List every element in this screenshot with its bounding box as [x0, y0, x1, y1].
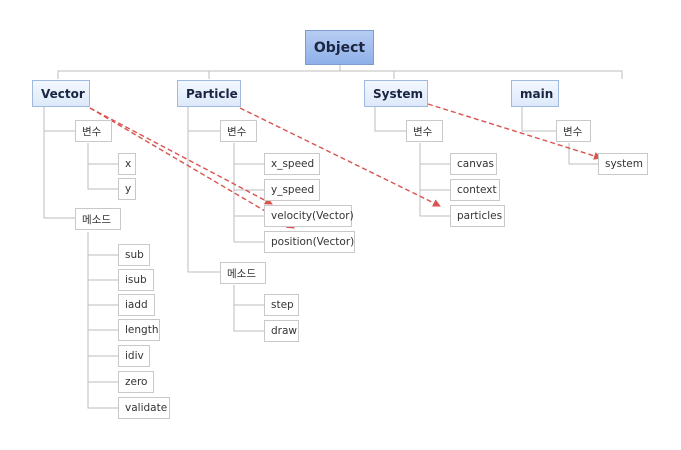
vector-method-idiv[interactable]: idiv — [118, 345, 150, 367]
vector-method-iadd[interactable]: iadd — [118, 294, 155, 316]
vector-methods-group[interactable]: 메소드 — [75, 208, 121, 230]
particle-var-x-speed[interactable]: x_speed — [264, 153, 320, 175]
vector-method-isub[interactable]: isub — [118, 269, 154, 291]
particle-var-velocity[interactable]: velocity(Vector) — [264, 205, 354, 227]
system-variables-group[interactable]: 변수 — [406, 120, 443, 142]
category-system[interactable]: System — [364, 80, 428, 107]
main-variables-group[interactable]: 변수 — [556, 120, 591, 142]
vector-method-length[interactable]: length — [118, 319, 160, 341]
system-var-context[interactable]: context — [450, 179, 500, 201]
vector-method-validate[interactable]: validate — [118, 397, 170, 419]
particle-method-step[interactable]: step — [264, 294, 299, 316]
category-main[interactable]: main — [511, 80, 559, 107]
particle-var-position[interactable]: position(Vector) — [264, 231, 355, 253]
particle-variables-group[interactable]: 변수 — [220, 120, 257, 142]
particle-var-y-speed[interactable]: y_speed — [264, 179, 320, 201]
main-var-system[interactable]: system — [598, 153, 648, 175]
particle-method-draw[interactable]: draw — [264, 320, 299, 342]
vector-var-x[interactable]: x — [118, 153, 136, 175]
category-particle[interactable]: Particle — [177, 80, 241, 107]
relationship-arrows — [89, 103, 602, 229]
vector-method-zero[interactable]: zero — [118, 371, 154, 393]
system-var-particles[interactable]: particles — [450, 205, 505, 227]
vector-variables-group[interactable]: 변수 — [75, 120, 112, 142]
root-node-object[interactable]: Object — [305, 30, 374, 65]
system-var-canvas[interactable]: canvas — [450, 153, 497, 175]
vector-method-sub[interactable]: sub — [118, 244, 150, 266]
particle-methods-group[interactable]: 메소드 — [220, 262, 266, 284]
category-vector[interactable]: Vector — [32, 80, 90, 107]
vector-var-y[interactable]: y — [118, 178, 136, 200]
